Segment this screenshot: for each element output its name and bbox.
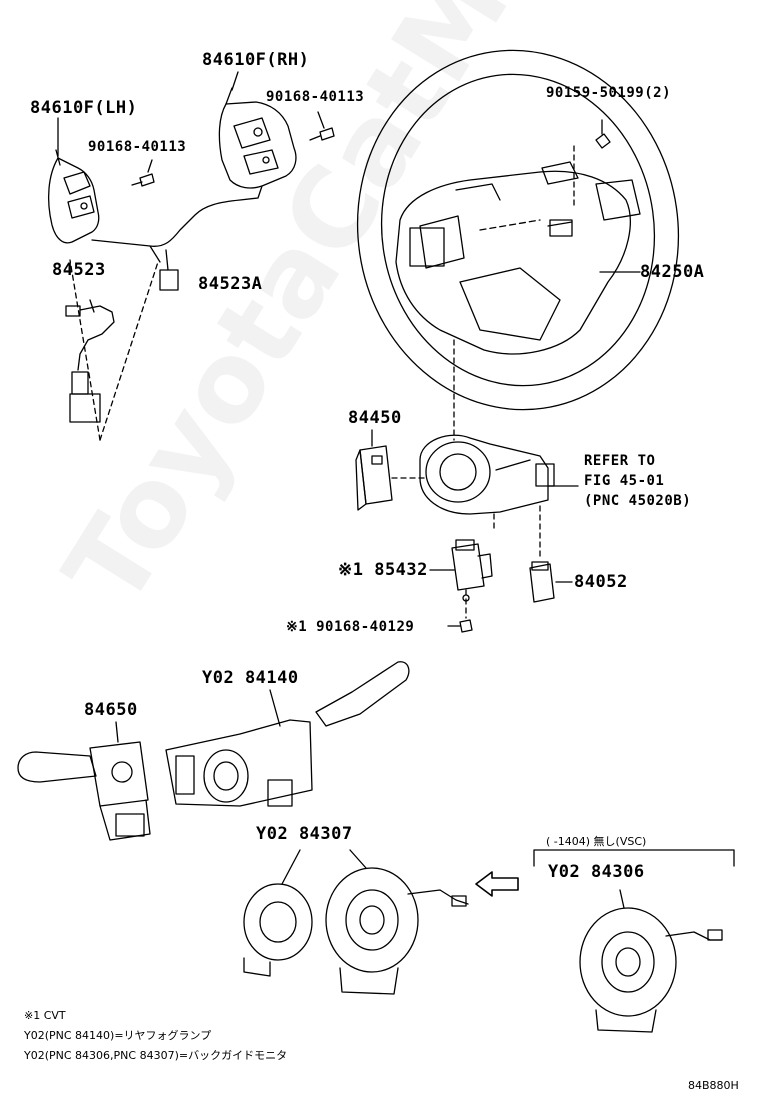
condition-bracket [533,849,735,867]
leader-84610f-rh [231,71,239,91]
wire-harness [91,185,263,247]
harness-84523-drawing [65,299,115,423]
leader-90168-a [147,159,153,173]
note-line2: Y02(PNC 84140)=リヤフォグランプ [24,1029,212,1042]
screw-90159 [595,119,611,149]
label-y0284307: Y02 84307 [256,824,353,844]
label-84650: 84650 [84,700,138,720]
replacement-arrow [475,871,519,897]
label-84610f-rh: 84610F(RH) [202,50,310,70]
label-90168-40113-lh: 90168-40113 [88,139,187,155]
label-refer-line3: (PNC 45020B) [584,493,692,509]
label-90168-40129: ※1 90168-40129 [286,619,415,635]
switch-lh-drawing [48,149,100,244]
label-refer-line2: FIG 45-01 [584,473,665,489]
label-84250a: 84250A [640,262,705,282]
label-84523a: 84523A [198,274,263,294]
label-y0284140: Y02 84140 [202,668,299,688]
label-84450: 84450 [348,408,402,428]
label-90159-50199: 90159-50199(2) [546,85,672,101]
switch-rh-drawing [218,87,297,189]
label-85432: ※1 85432 [338,560,428,580]
diagram-code: 84B880H [688,1079,739,1092]
column-switch-body-drawing [419,434,555,515]
label-condition: ( -1404) 無し(VSC) [546,835,647,848]
label-84523: 84523 [52,260,106,280]
label-90168-40113-rh: 90168-40113 [266,89,365,105]
label-84052: 84052 [574,572,628,592]
label-84610f-lh: 84610F(LH) [30,98,138,118]
screw-90168-b [309,127,335,141]
part-84450-drawing [355,445,393,511]
switch-84650-drawing [17,741,151,841]
switch-y0284140-drawing [165,661,410,807]
screw-90168-a [131,173,155,187]
label-y0284306: Y02 84306 [548,862,645,882]
note-line3: Y02(PNC 84306,PNC 84307)=バックガイドモニタ [24,1049,288,1062]
clock-spring-y0284306-drawing [579,907,723,1033]
note-line1: ※1 CVT [24,1009,66,1022]
clock-spring-y0284307-drawing [243,867,469,995]
steering-wheel-drawing [356,49,680,411]
label-refer-line1: REFER TO [584,453,656,469]
screw-90168-40129 [459,619,473,633]
part-85432-drawing [451,539,493,591]
part-84052-drawing [529,561,555,603]
